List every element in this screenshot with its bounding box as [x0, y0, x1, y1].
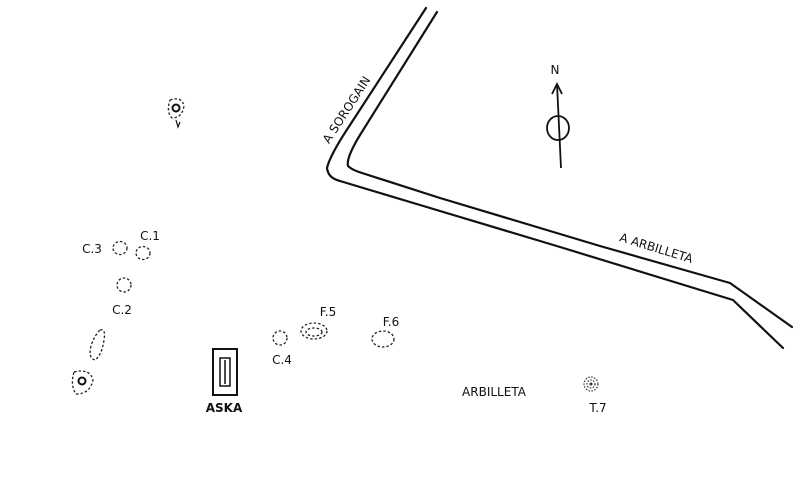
cromlech-c4-icon [272, 330, 288, 346]
place-label-arbilleta: ARBILLETA [462, 385, 527, 399]
aska-trough-icon [212, 348, 238, 396]
cromlech-c3-icon [112, 240, 128, 256]
label-f6: F.6 [383, 315, 399, 329]
north-arrow-icon [546, 81, 570, 169]
feature-f6-icon [371, 330, 395, 348]
label-c2: C.2 [112, 303, 132, 317]
label-c4: C.4 [272, 353, 292, 367]
stone-marker-icon [167, 98, 185, 129]
label-t7: T.7 [588, 401, 606, 415]
dolmen-outline-icon [89, 329, 106, 361]
road [325, 6, 794, 350]
label-f5: F.5 [320, 305, 336, 319]
label-c3: C.3 [82, 242, 102, 256]
north-label: N [551, 63, 560, 77]
road-label-sorogain: A SOROGAIN [320, 74, 374, 146]
cromlech-c1-icon [135, 245, 151, 261]
road-edge-outer [325, 6, 785, 350]
feature-f5-icon [300, 322, 328, 340]
label-aska: ASKA [206, 401, 243, 415]
stone-marker-icon [71, 370, 94, 395]
road-edge-inner [346, 10, 794, 329]
label-c1: C.1 [140, 229, 160, 243]
tumulus-t7-icon [583, 376, 599, 392]
road-label-arbilleta: A ARBILLETA [618, 230, 695, 266]
cromlech-c2-icon [116, 277, 132, 293]
